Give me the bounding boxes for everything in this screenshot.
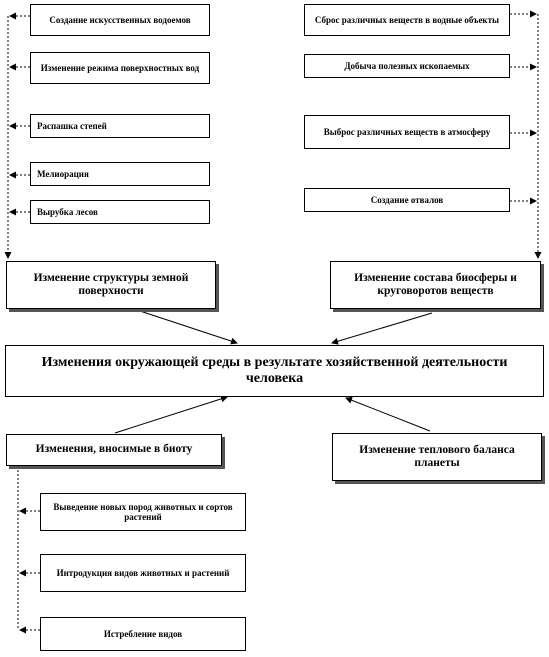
bottom-left-biota: Изменения, вносимые в биоту xyxy=(6,434,222,466)
left-item-deforestation: Вырубка лесов xyxy=(30,200,210,224)
right-item-dumps: Создание отвалов xyxy=(304,188,510,212)
mid-right-biosphere: Изменение состава биосферы и круговорото… xyxy=(330,261,541,309)
bottom-item-introduction: Интродукция видов животных и растений xyxy=(40,554,246,592)
mid-left-surface-structure: Изменение структуры земной поверхности xyxy=(6,261,216,309)
right-item-discharge-water: Сброс различных веществ в водные объекты xyxy=(304,4,510,36)
right-item-mining: Добыча полезных ископаемых xyxy=(304,54,510,78)
right-item-emission-air: Выброс различных веществ в атмосферу xyxy=(304,115,510,149)
arrow-to-center xyxy=(139,310,238,345)
left-item-surface-water: Изменение режима поверхностных вод xyxy=(30,52,210,84)
bottom-item-extermination: Истребление видов xyxy=(40,617,246,651)
bottom-right-heat-balance: Изменение теплового баланса планеты xyxy=(332,433,542,481)
left-item-reservoirs: Создание искусственных водоемов xyxy=(30,4,210,36)
arrow-to-center xyxy=(114,395,228,434)
arrow-to-center xyxy=(345,396,431,432)
left-item-ploughing: Распашка степей xyxy=(30,114,210,138)
left-item-melioration: Мелиорация xyxy=(30,162,210,186)
bottom-item-breeding: Выведение новых пород животных и сортов … xyxy=(40,493,246,531)
arrow-to-center xyxy=(331,312,433,345)
center-environment-changes: Изменения окружающей среды в результате … xyxy=(5,345,544,397)
